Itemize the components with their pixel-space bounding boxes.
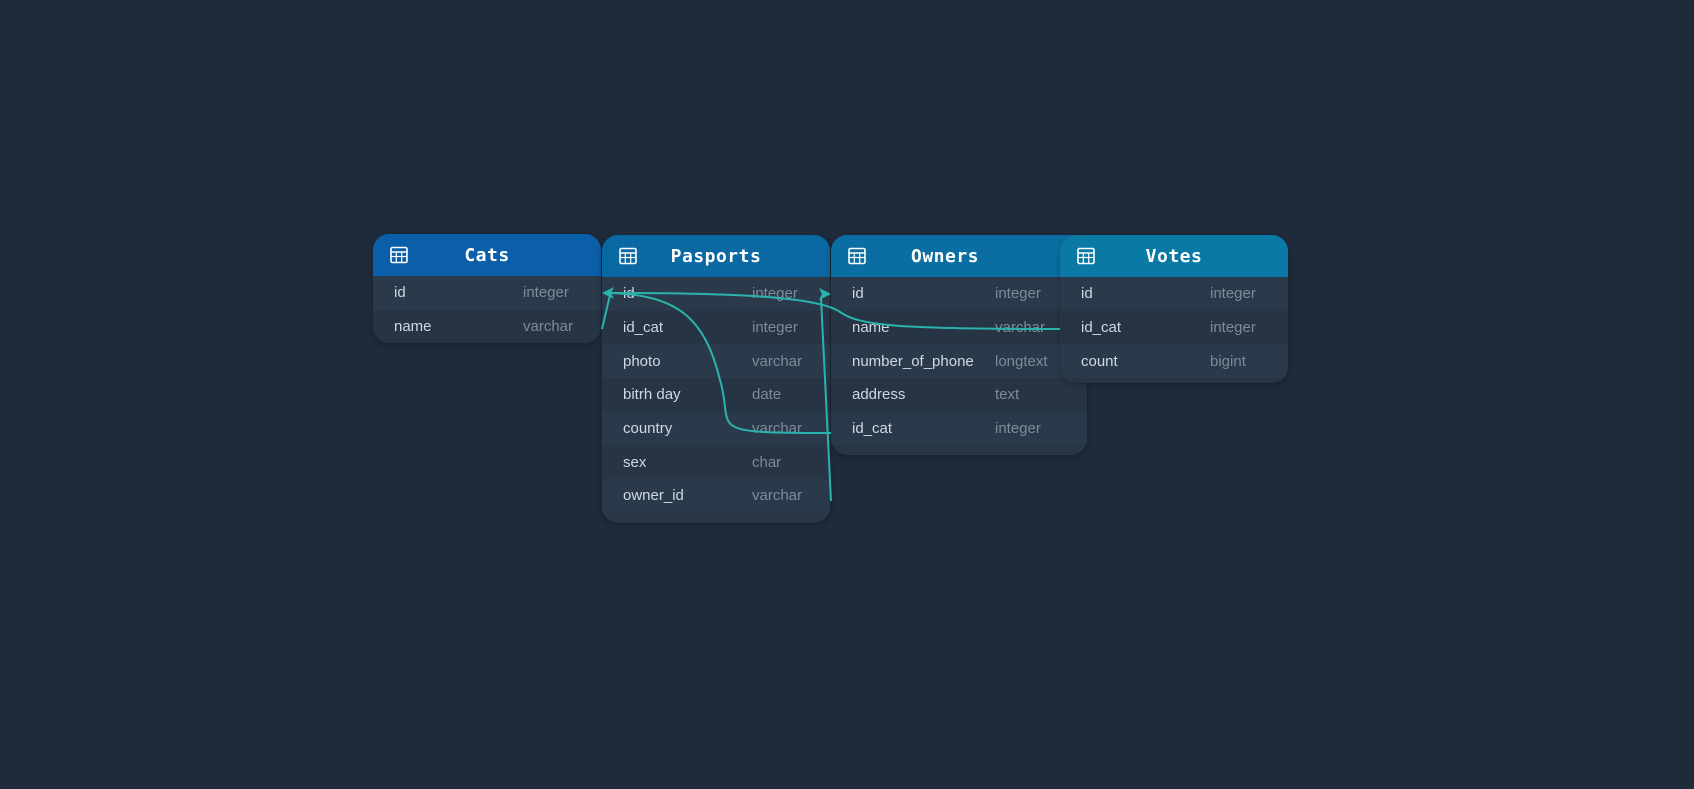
field-type: integer xyxy=(995,285,1041,303)
field-name: count xyxy=(1081,352,1118,370)
field-type: varchar xyxy=(752,352,803,370)
field-type: integer xyxy=(523,284,569,302)
table-title: Owners xyxy=(910,245,980,267)
field-row[interactable]: id integer xyxy=(602,277,830,311)
field-name: sex xyxy=(623,453,647,471)
field-type: integer xyxy=(995,420,1041,438)
field-name: id xyxy=(1081,285,1093,303)
field-row[interactable]: photo varchar xyxy=(602,344,830,379)
table-title: Pasports xyxy=(670,245,762,267)
field-row[interactable]: owner_id varchar xyxy=(602,479,830,513)
field-name: id_cat xyxy=(852,420,893,438)
table-title: Votes xyxy=(1145,245,1203,267)
table-header-pasports[interactable]: Pasports xyxy=(602,235,830,277)
field-row[interactable]: name varchar xyxy=(373,309,601,344)
field-row[interactable]: sex char xyxy=(602,445,830,480)
field-name: id xyxy=(394,284,406,302)
table-header-owners[interactable]: Owners xyxy=(831,235,1087,277)
field-type: integer xyxy=(1210,285,1256,303)
field-type: varchar xyxy=(995,319,1046,337)
field-type: char xyxy=(752,453,782,471)
field-name: id xyxy=(852,285,864,303)
field-row[interactable]: id integer xyxy=(831,277,1087,311)
table-owners[interactable]: Owners id integer name varchar number_of… xyxy=(831,235,1087,456)
table-grid-icon xyxy=(1077,247,1095,265)
field-name: name xyxy=(852,319,890,337)
field-name: country xyxy=(623,420,673,438)
table-header-votes[interactable]: Votes xyxy=(1060,235,1288,277)
field-type: bigint xyxy=(1210,352,1246,370)
field-name: address xyxy=(852,386,906,404)
field-row[interactable]: name varchar xyxy=(831,310,1087,345)
field-row[interactable]: number_of_phone longtext xyxy=(831,344,1087,379)
table-pasports[interactable]: Pasports id integer id_cat integer photo… xyxy=(602,235,830,523)
field-type: integer xyxy=(1210,319,1256,337)
field-row[interactable]: id_cat integer xyxy=(1060,310,1288,345)
table-cats[interactable]: Cats id integer name varchar xyxy=(373,234,601,344)
table-header-cats[interactable]: Cats xyxy=(373,234,601,276)
field-row[interactable]: count bigint xyxy=(1060,344,1288,379)
table-votes[interactable]: Votes id integer id_cat integer count bi… xyxy=(1060,235,1288,384)
field-row[interactable]: id_cat integer xyxy=(602,310,830,345)
field-type: varchar xyxy=(752,487,803,505)
table-grid-icon xyxy=(619,247,637,265)
field-row[interactable]: id_cat integer xyxy=(831,411,1087,446)
field-name: name xyxy=(394,318,432,336)
field-type: integer xyxy=(752,319,798,337)
field-row[interactable]: id integer xyxy=(373,276,601,310)
field-type: text xyxy=(995,386,1020,404)
table-title: Cats xyxy=(464,244,510,266)
field-name: id_cat xyxy=(1081,319,1122,337)
field-name: bitrh day xyxy=(623,386,681,404)
field-row[interactable]: address text xyxy=(831,378,1087,412)
field-name: owner_id xyxy=(623,487,684,505)
field-name: id_cat xyxy=(623,319,664,337)
field-type: varchar xyxy=(523,318,574,336)
table-grid-icon xyxy=(390,246,408,264)
field-row[interactable]: country varchar xyxy=(602,411,830,446)
field-type: varchar xyxy=(752,420,803,438)
field-name: photo xyxy=(623,352,661,370)
field-row[interactable]: id integer xyxy=(1060,277,1288,311)
field-name: id xyxy=(623,285,635,303)
field-type: integer xyxy=(752,285,798,303)
table-grid-icon xyxy=(848,247,866,265)
field-type: longtext xyxy=(995,352,1048,370)
field-name: number_of_phone xyxy=(852,352,974,370)
field-type: date xyxy=(752,386,782,404)
field-row[interactable]: bitrh day date xyxy=(602,378,830,412)
